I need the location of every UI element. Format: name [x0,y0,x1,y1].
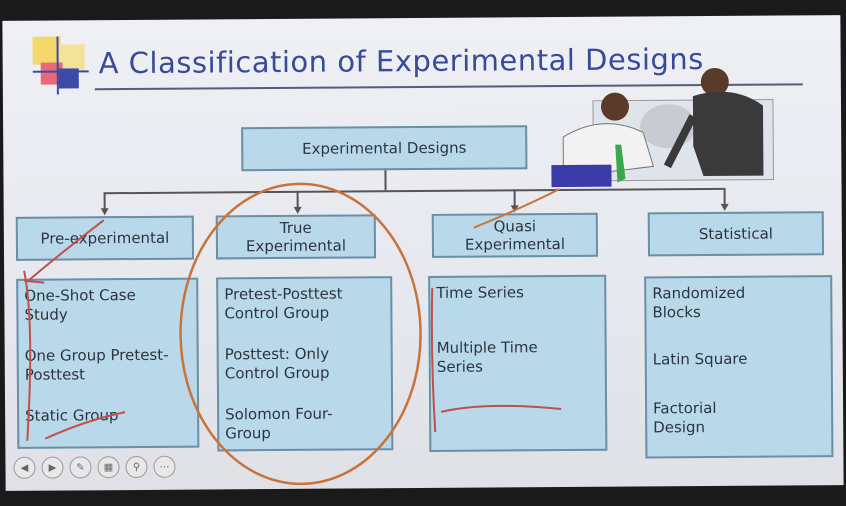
slides-icon[interactable]: ▦ [97,456,120,479]
people-illustration [551,67,774,188]
annotation-mark [44,411,126,440]
pen-icon[interactable]: ✎ [69,456,92,479]
annotation-mark [473,188,561,229]
prev-icon[interactable]: ◀ [13,456,36,479]
zoom-icon[interactable]: ⚲ [125,455,148,479]
next-icon[interactable]: ▶ [41,456,64,479]
annotation-circle [179,182,422,486]
slide: A Classification of Experimental Designs… [2,15,844,491]
annotation-mark [24,279,45,284]
annotation-mark [430,287,562,432]
annotation-mark [23,219,105,441]
annotation-overlay [23,182,562,486]
more-icon[interactable]: ⋯ [153,455,176,478]
slideshow-toolbar: ◀ ▶ ✎ ▦ ⚲ ⋯ [13,455,176,479]
